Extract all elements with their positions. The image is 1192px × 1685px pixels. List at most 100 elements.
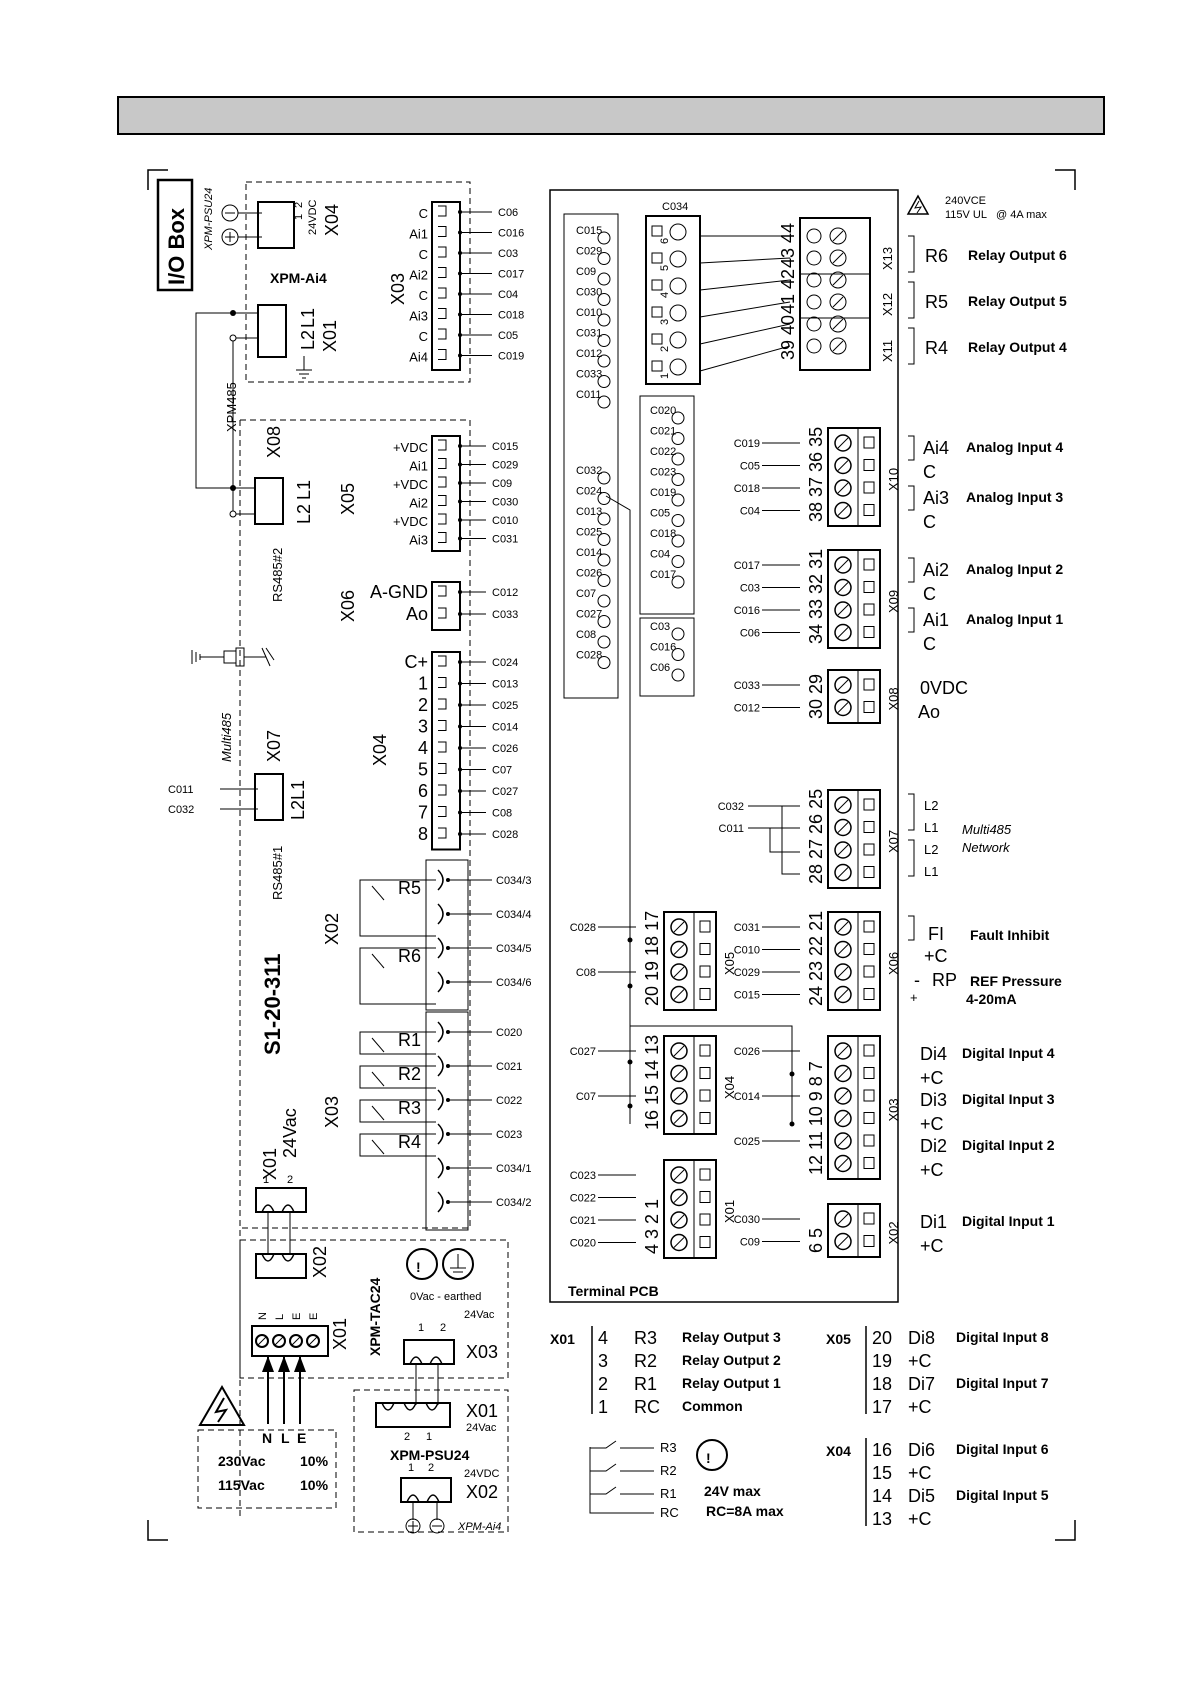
pcb-contact (671, 411, 685, 425)
x07-rs485-connector (254, 773, 284, 821)
relay-contact (437, 1157, 444, 1179)
relay-output-desc-r5: Relay Output 5 (968, 293, 1067, 309)
pin-notch (438, 328, 447, 340)
pcb-contact (597, 252, 611, 265)
bus-dot (789, 1071, 795, 1077)
terminal-screw-slot (673, 1090, 685, 1102)
terminal-screw-slot (837, 1236, 849, 1247)
terminal-screw-slot (837, 799, 849, 811)
pcb-connector-columns: C015C029C09C030C010C031C012C033C011C032C… (576, 225, 685, 682)
wire-label-c010: C010 (734, 945, 760, 957)
terminal-name-x06: X06 (886, 952, 901, 975)
analog-c-ai4: C (923, 462, 936, 482)
terminal-screw-slot (837, 559, 849, 571)
legend-name-di5-2: Di5 (908, 1486, 935, 1506)
pin-notch (438, 205, 447, 217)
c034-pin-2: 2 (659, 346, 671, 352)
pcb-contact-c08: C08 (576, 629, 596, 641)
terminal-screw (834, 940, 852, 959)
pcb-contact-c010: C010 (576, 307, 602, 319)
digital-name-di4: Di4 (920, 1044, 947, 1064)
fault-inhibit-c: +C (924, 946, 948, 966)
supply-l: L (281, 1430, 290, 1446)
pin-label-ai3: Ai3 (409, 533, 428, 548)
model-number: S1-20-311 (260, 953, 285, 1055)
legend-pin-14: 14 (872, 1486, 892, 1506)
c034-pin-circle (669, 358, 687, 376)
terminal-screw-slot (837, 1068, 849, 1079)
chassis-ground-icon (191, 647, 275, 667)
bus-line-2 (630, 1025, 793, 1126)
psu-x01-pin-1: 1 (426, 1431, 432, 1443)
wire-label-c034-4: C034/4 (496, 909, 531, 921)
pcb-contact (597, 375, 611, 388)
relay-contact (437, 1123, 444, 1145)
pin-notch (438, 513, 447, 525)
relay-term-wire (699, 257, 791, 264)
terminal-screw-slot (837, 822, 849, 833)
wire-dot (446, 1064, 450, 1068)
wire-label-c05: C05 (740, 461, 760, 473)
digital-c-di2: +C (920, 1160, 944, 1180)
wire-label-c04: C04 (498, 289, 518, 301)
wire-label-c014: C014 (734, 1091, 760, 1103)
x04-connector (257, 201, 295, 249)
c034-pin-3: 3 (659, 319, 671, 325)
bracket (908, 915, 915, 941)
relay-contact (437, 869, 444, 891)
c034-pin-circle (669, 277, 687, 295)
legend-name-r2-1: R2 (634, 1351, 657, 1371)
x08-label: X08 (264, 426, 284, 458)
terminal-pins-x04: 16 15 14 13 (642, 1035, 662, 1130)
relay-term-screw (829, 293, 847, 311)
terminal-square (863, 965, 875, 978)
terminal-screw-slot (673, 944, 685, 955)
analog-name-ai2: Ai2 (923, 560, 949, 580)
wire-label-c027: C027 (492, 786, 518, 798)
wire-label-c029: C029 (734, 967, 760, 979)
pcb-contact (597, 471, 611, 485)
legend-desc-relay-output-2: Relay Output 2 (682, 1352, 781, 1368)
psu-x01-voltage: 24Vac (466, 1422, 497, 1434)
bus-dot (627, 1059, 633, 1065)
x01-rs485-connector (257, 304, 287, 358)
wire-dot (458, 518, 462, 522)
pcb-contact (597, 272, 611, 286)
wire-dot (446, 1200, 450, 1204)
terminal-pins-x09: 34 33 32 31 (806, 549, 826, 644)
wire-label-c05: C05 (498, 330, 518, 342)
psu-x01-pin-2: 2 (404, 1431, 410, 1443)
bracket (908, 327, 915, 365)
wire-label-c019: C019 (734, 438, 760, 450)
wire-label-c016: C016 (734, 605, 760, 617)
pcb-contact-c029: C029 (576, 246, 602, 258)
x01-l2: L2 (298, 330, 318, 350)
terminal-screw-slot (837, 505, 849, 516)
tac-x02-label: X02 (310, 1246, 330, 1278)
analog-desc-ai1: Analog Input 1 (966, 611, 1063, 627)
psu-x02-connector (400, 1477, 452, 1503)
pcb-contact (597, 313, 611, 327)
tac-x01-label: X01 (330, 1318, 350, 1350)
pin-notch (438, 784, 447, 796)
rp-minus: - (914, 970, 920, 990)
terminal-block-x09 (827, 549, 881, 649)
x01-24vac-connector (255, 1187, 307, 1213)
wire-label-c08: C08 (576, 967, 596, 979)
relay-label-r3: R3 (398, 1098, 421, 1118)
terminal-name-x08: X08 (886, 687, 901, 710)
analog-desc-ai2: Analog Input 2 (966, 561, 1063, 577)
terminal-square (863, 1044, 875, 1057)
tac-x03-voltage: 24Vac (464, 1309, 495, 1321)
pcb-contact-c019: C019 (650, 487, 676, 499)
legend-pin-16: 16 (872, 1440, 892, 1460)
wire-dot (458, 230, 462, 235)
relay-term-slot (832, 252, 844, 264)
terminal-screw-slot (673, 1192, 685, 1203)
terminal-square (863, 943, 875, 955)
pin-notch (438, 741, 447, 753)
terminal-screw-slot (837, 1113, 849, 1124)
wire-dot (458, 210, 462, 214)
